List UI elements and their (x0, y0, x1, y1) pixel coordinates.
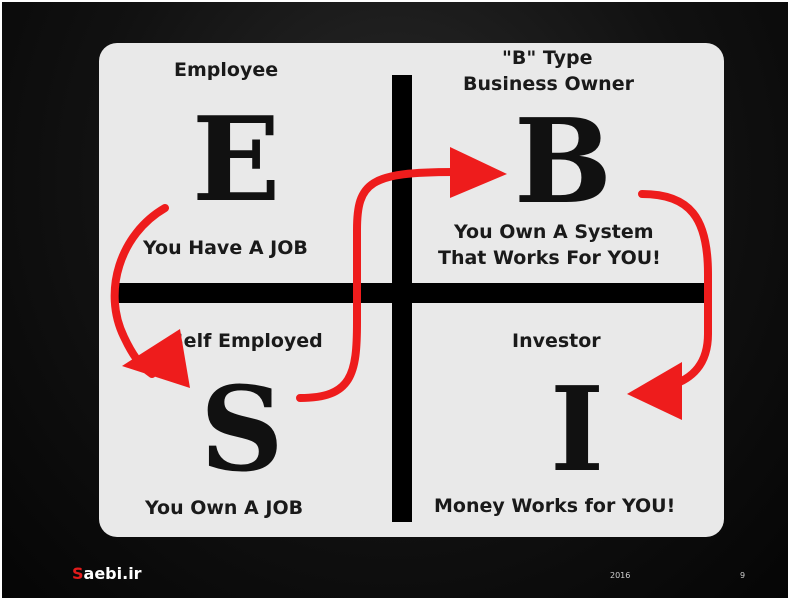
arrow-b-to-i-shaft (638, 190, 712, 390)
arrow-b-to-i-head (627, 362, 682, 420)
employee-letter: E (192, 92, 281, 228)
business-owner-title-line2: Business Owner (463, 73, 634, 95)
self-employed-letter: S (200, 362, 284, 498)
arrow-e-to-s-head (122, 329, 190, 388)
investor-title: Investor (512, 330, 601, 352)
brand-logo: Saebi.ir (72, 564, 142, 583)
brand-logo-initial: S (72, 564, 84, 583)
business-owner-title-line1: "B" Type (502, 47, 593, 69)
horizontal-divider (115, 283, 710, 303)
investor-letter: I (550, 362, 605, 498)
business-owner-caption-line2: That Works For YOU! (438, 247, 661, 269)
self-employed-title: Self Employed (170, 330, 323, 352)
self-employed-caption: You Own A JOB (145, 497, 304, 519)
slide-number: 9 (740, 571, 746, 580)
brand-logo-text: aebi.ir (83, 564, 142, 583)
business-owner-letter: B (514, 94, 613, 230)
investor-caption: Money Works for YOU! (434, 495, 676, 517)
arrow-s-to-b-shaft (296, 168, 458, 402)
employee-caption: You Have A JOB (143, 237, 308, 259)
business-owner-caption-line1: You Own A System (454, 221, 654, 243)
employee-title: Employee (174, 59, 279, 81)
arrow-s-to-b-head (450, 147, 507, 198)
footer-year: 2016 (610, 571, 631, 580)
